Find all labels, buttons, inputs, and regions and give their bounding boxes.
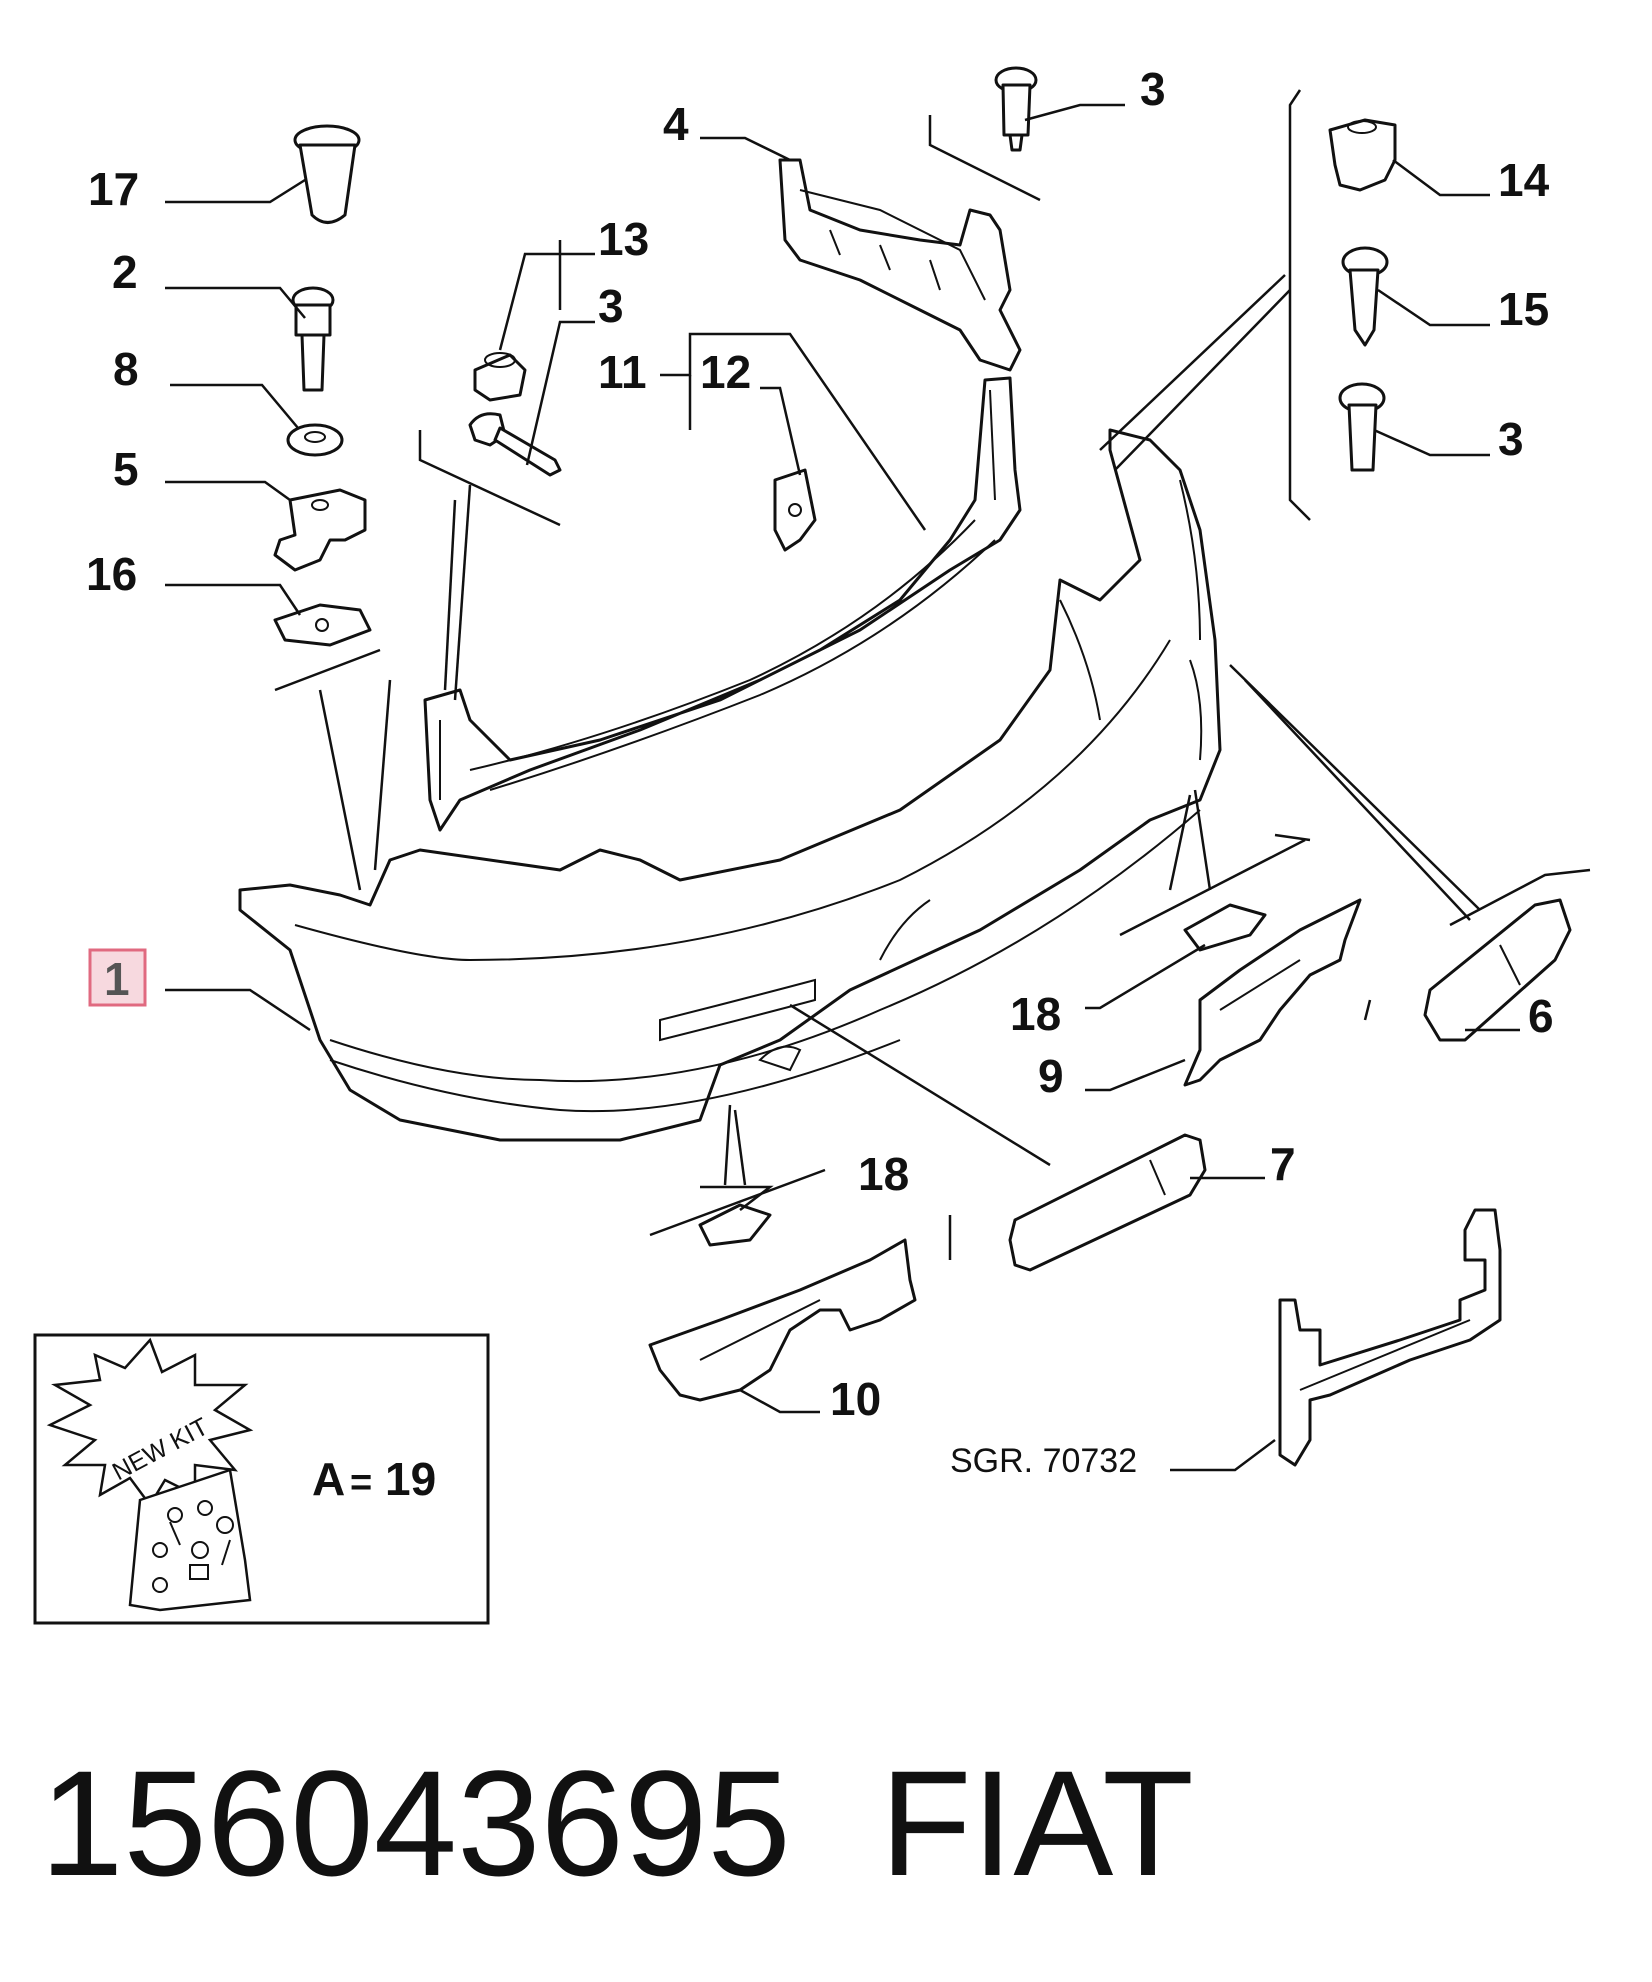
callout-18-b: 18: [858, 1148, 909, 1200]
callout-6: 6: [1528, 990, 1554, 1042]
screw-part-15: [1341, 246, 1389, 347]
screw-part-3-left: [468, 412, 562, 477]
callout-18-a: 18: [1010, 988, 1061, 1040]
brand-name: FIAT: [880, 1739, 1194, 1907]
shield-part-9: [1183, 898, 1362, 1087]
callout-14: 14: [1498, 154, 1550, 206]
kit-bag-icon: [128, 1468, 252, 1612]
frame-sgr-70732: [1278, 1208, 1502, 1467]
bumper-reinforcement: [423, 376, 1022, 832]
screw-part-3-top: [994, 66, 1038, 152]
upper-bracket: [778, 158, 1022, 372]
kit-equals: =: [350, 1462, 372, 1504]
fastener-part-17: [293, 124, 361, 224]
rear-bumper: [238, 428, 1222, 1142]
highlight-box: [88, 948, 147, 1007]
washer-part-8: [286, 423, 344, 457]
pad-part-18-right: [1183, 903, 1267, 952]
bracket-part-5: [273, 488, 367, 572]
callout-3-c: 3: [1498, 413, 1524, 465]
leader-lines: [165, 89, 1591, 1472]
clip-part-12: [773, 468, 817, 552]
clip-part-16: [273, 603, 372, 647]
callout-10: 10: [830, 1373, 881, 1425]
stud-part-2: [291, 286, 335, 392]
callout-12: 12: [700, 346, 751, 398]
kit-fasteners-icon: [152, 1500, 234, 1593]
clip-part-12-hole: [788, 503, 802, 517]
callout-13: 13: [598, 213, 649, 265]
callout-7: 7: [1270, 1138, 1296, 1190]
reflector-part-6: [1423, 898, 1572, 1042]
callout-11: 11: [598, 346, 647, 398]
kit-label: A: [312, 1453, 345, 1505]
callout-2: 2: [112, 246, 138, 298]
kit-number: 19: [385, 1453, 436, 1505]
callout-15: 15: [1498, 283, 1549, 335]
callout-9: 9: [1038, 1050, 1064, 1102]
kit-box: NEW KIT A = 19: [33, 1333, 490, 1625]
part-number: 156043695: [40, 1739, 791, 1907]
callout-5: 5: [113, 443, 139, 495]
callout-16: 16: [86, 548, 137, 600]
callout-17: 17: [88, 163, 139, 215]
callout-labels: 17 2 8 5 16 1 13 3 11 12 4 3 14 15 3 18 …: [86, 63, 1554, 1480]
reflector-part-7: [1008, 1133, 1207, 1272]
shield-part-10: [648, 1238, 917, 1402]
screw-part-3-right: [1338, 382, 1386, 472]
callout-1: 1: [104, 953, 130, 1005]
callout-3-a: 3: [598, 280, 624, 332]
callout-8: 8: [113, 343, 139, 395]
callout-3-b: 3: [1140, 63, 1166, 115]
nut-part-14: [1328, 118, 1397, 192]
pad-part-18-left: [698, 1203, 772, 1247]
reference-code: SGR. 70732: [950, 1442, 1137, 1480]
callout-4: 4: [663, 98, 689, 150]
grommet-part-13: [473, 352, 527, 402]
starburst-icon: [46, 1337, 254, 1508]
